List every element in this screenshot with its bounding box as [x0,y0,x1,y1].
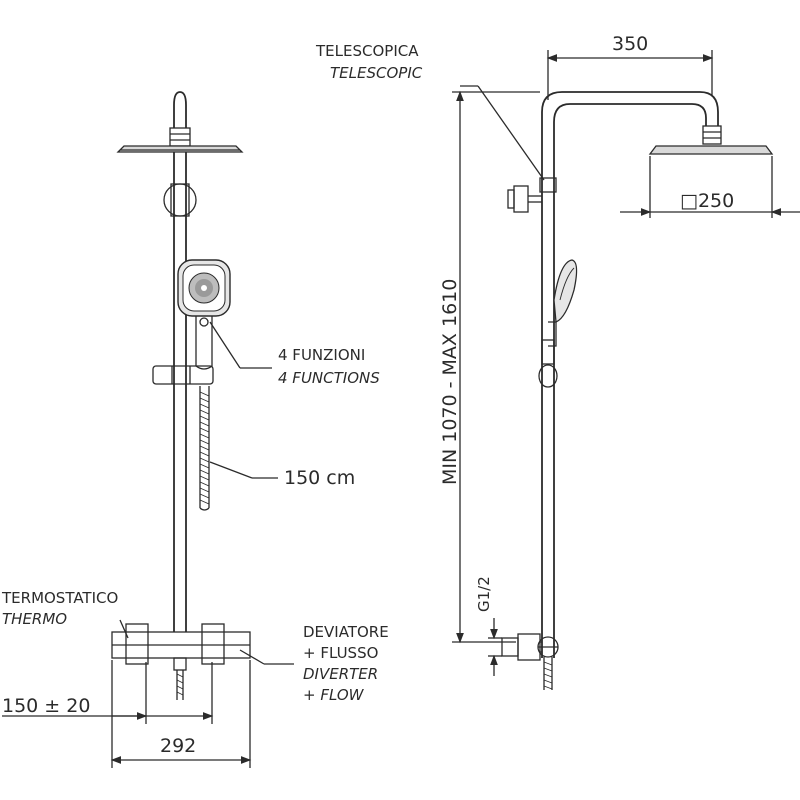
label-flow: + FLOW [303,686,365,704]
side-rain-shower-head [648,145,774,155]
side-hand-shower[interactable] [548,259,578,347]
label-telescopica: TELESCOPICA [315,42,419,60]
label-termostatico: TERMOSTATICO [1,589,118,607]
upper-wall-bracket [507,185,542,213]
thermostatic-mixer [111,623,251,700]
thermostatic-knob[interactable] [125,623,149,665]
shower-arm-top [173,91,187,128]
label-height-range: MIN 1070 - MAX 1610 [439,279,461,485]
rain-shower-head [116,145,244,153]
label-hose-length: 150 cm [284,467,355,489]
side-slider-knob[interactable] [538,364,558,388]
flexible-hose [199,386,210,511]
label-head-size: □250 [680,190,734,212]
side-view [452,50,800,690]
shower-head-connector [169,127,191,147]
label-funzioni: 4 FUNZIONI [278,346,365,364]
upper-clamp-ring [163,183,197,217]
leader-functions [209,321,241,369]
side-head-connector [702,125,722,145]
label-mixer-width: 292 [160,735,196,757]
telescopic-riser-outer [541,91,719,658]
slider-holder[interactable] [152,365,214,385]
leader-thermo [119,619,129,639]
label-diverter: DIVERTER [303,665,378,683]
label-flusso: + FLUSSO [303,644,378,662]
diverter-knob[interactable] [201,623,225,665]
leader-diverter [239,649,265,665]
hand-shower-head[interactable] [177,259,231,317]
telescopic-collar[interactable] [539,177,557,193]
label-deviatore: DEVIATORE [303,623,389,641]
front-view [2,91,294,768]
label-inlet-spacing: 150 ± 20 [2,695,90,717]
label-functions: 4 FUNCTIONS [278,369,380,387]
label-thread: G1/2 [475,576,493,612]
side-slider-holder[interactable] [541,339,555,365]
hand-shower-handle[interactable] [195,316,213,370]
label-telescopic: TELESCOPIC [330,64,423,82]
label-arm-length: 350 [612,33,648,55]
side-mixer [501,633,559,690]
telescopic-riser-inner [553,103,707,658]
label-thermo: THERMO [2,610,67,628]
leader-hose [209,461,253,479]
